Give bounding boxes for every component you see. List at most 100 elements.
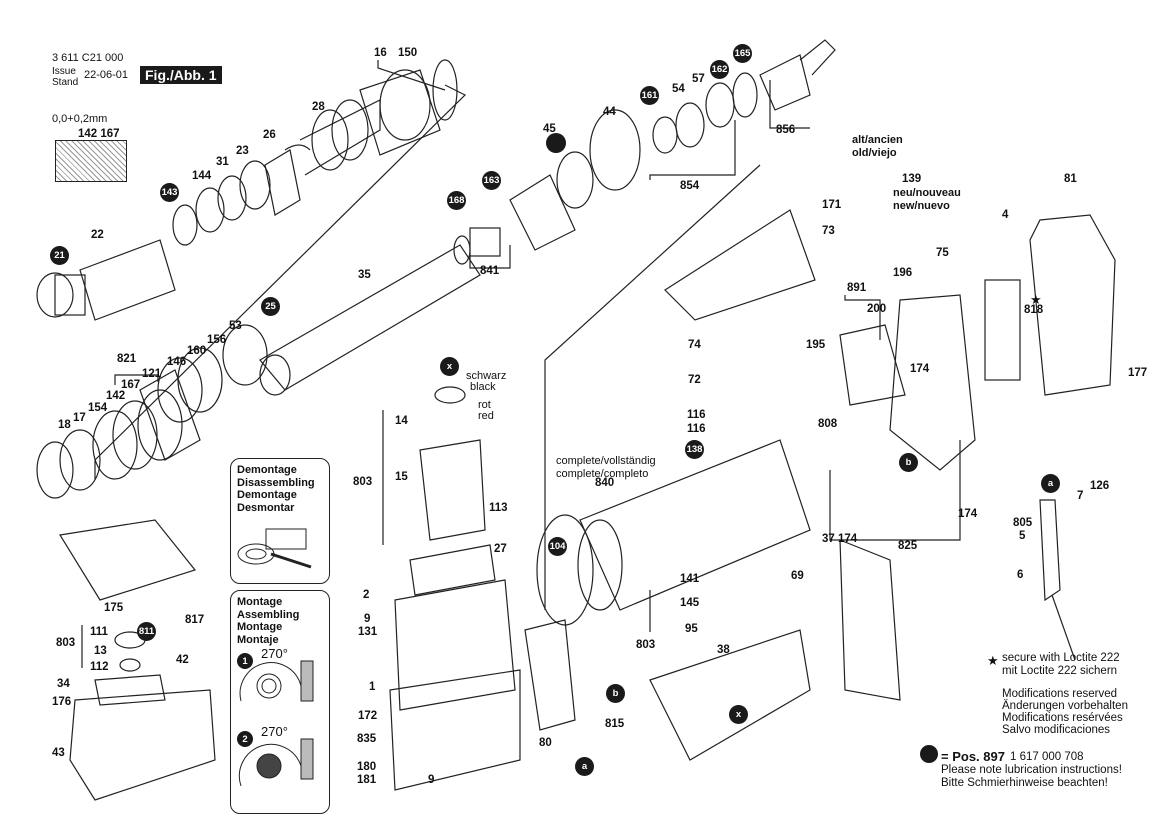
wire-black-2: black: [470, 381, 496, 393]
part-marker: 165: [733, 44, 752, 63]
modifications-note-4: Salvo modificaciones: [1002, 724, 1111, 736]
lubrication-pos: = Pos. 897: [941, 749, 1005, 764]
part-label: 7: [1077, 490, 1084, 502]
part-label: 891: [847, 282, 867, 294]
spring-removal-illustration: [237, 528, 312, 569]
part-label: 113: [489, 502, 508, 514]
old-label-2: old/viejo: [852, 147, 897, 159]
star-icon: ★: [987, 653, 999, 668]
disassembly-panel: Demontage Disassembling Demontage Desmon…: [230, 458, 330, 584]
part-label: 150: [398, 47, 418, 59]
assembly-title-1: Montage: [237, 596, 283, 608]
striker-parts: [453, 39, 836, 265]
part-label: 145: [680, 597, 700, 609]
part-label: 196: [893, 267, 913, 279]
part-label: 175: [104, 602, 124, 614]
part-label: 44: [603, 106, 616, 118]
disassembly-title-2: Disassembling: [237, 476, 315, 489]
part-label: 69: [791, 570, 804, 582]
part-marker: a: [575, 757, 594, 776]
part-label: 73: [822, 225, 835, 237]
part-label: 172: [358, 710, 378, 722]
part-label: 176: [52, 696, 72, 708]
part-label: 9: [364, 613, 371, 625]
gear-housing: [536, 209, 901, 761]
complete-label-1: complete/vollständig: [556, 455, 656, 467]
part-label: 160: [187, 345, 207, 357]
part-label: 815: [605, 718, 625, 730]
part-label: 80: [539, 737, 552, 749]
new-label-2: new/nuevo: [893, 200, 950, 212]
part-label: 142: [106, 390, 126, 402]
wire-red-2: red: [478, 410, 494, 422]
filled-circle-icon: [920, 745, 938, 763]
motor-parts: [389, 386, 521, 791]
modifications-note-2: Änderungen vorbehalten: [1002, 700, 1128, 712]
star-icon: ★: [1030, 292, 1042, 307]
part-label: 9: [428, 774, 435, 786]
part-label: 121: [142, 368, 162, 380]
complete-label-2: complete/completo: [556, 468, 649, 480]
part-marker: a: [1041, 474, 1060, 493]
old-label-1: alt/ancien: [852, 134, 903, 146]
part-marker: 168: [447, 191, 466, 210]
part-label: 5: [1019, 530, 1026, 542]
part-label: 803: [353, 476, 373, 488]
chuck-parts: [36, 59, 458, 321]
part-label: 15: [395, 471, 408, 483]
lubrication-point-icon: [546, 133, 566, 153]
part-label: 95: [685, 623, 698, 635]
tolerance-label: 0,0+0,2mm: [52, 113, 108, 125]
part-label: 45: [543, 123, 556, 135]
part-label: 4: [1002, 209, 1009, 221]
part-marker: x: [440, 357, 459, 376]
part-label: 856: [776, 124, 796, 136]
part-label: 31: [216, 156, 229, 168]
handle-parts: [839, 214, 1116, 661]
part-label: 22: [91, 229, 104, 241]
part-number: 3 611 C21 000: [52, 52, 124, 64]
part-label: 17: [73, 412, 86, 424]
part-label: 37 174: [822, 533, 858, 545]
part-label: 156: [207, 334, 227, 346]
part-marker: 811: [137, 622, 156, 641]
part-label: 805: [1013, 517, 1033, 529]
brush-plate-parts: [59, 519, 216, 801]
part-label: 35: [358, 269, 371, 281]
bracket-lines: [81, 60, 961, 668]
part-label: 126: [1090, 480, 1110, 492]
part-label: 57: [692, 73, 705, 85]
part-label: 75: [936, 247, 949, 259]
assembly-title-4: Montaje: [237, 633, 279, 646]
part-label: 53: [229, 320, 242, 332]
frame-line: [544, 164, 761, 610]
part-marker: b: [899, 453, 918, 472]
disassembly-title-1: Demontage: [237, 464, 297, 476]
part-marker: b: [606, 684, 625, 703]
part-label: 803: [636, 639, 656, 651]
part-label: 167: [121, 379, 141, 391]
part-marker: 104: [548, 537, 567, 556]
part-label: 195: [806, 339, 826, 351]
lubrication-part-number: 1 617 000 708: [1010, 751, 1084, 763]
frame-line: [94, 84, 467, 480]
modifications-note-3: Modifications resérvées: [1002, 712, 1123, 724]
part-label: 42: [176, 654, 189, 666]
part-label: 28: [312, 101, 325, 113]
part-label: 803: [56, 637, 76, 649]
lubrication-note-1: Please note lubrication instructions!: [941, 764, 1122, 776]
part-label: 34: [57, 678, 70, 690]
loctite-note-2: mit Loctite 222 sichern: [1002, 665, 1118, 677]
part-label: 72: [688, 374, 701, 386]
part-label: 818: [1024, 304, 1044, 316]
part-marker: x: [729, 705, 748, 724]
assembly-panel: Montage Assembling Montage Montaje 1 270…: [230, 590, 330, 814]
disassembly-title-4: Desmontar: [237, 501, 295, 514]
part-label: 841: [480, 265, 500, 277]
part-label: 38: [717, 644, 730, 656]
part-label: 2: [363, 589, 370, 601]
part-label: 6: [1017, 569, 1024, 581]
part-label: 817: [185, 614, 205, 626]
part-label: 131: [358, 626, 378, 638]
